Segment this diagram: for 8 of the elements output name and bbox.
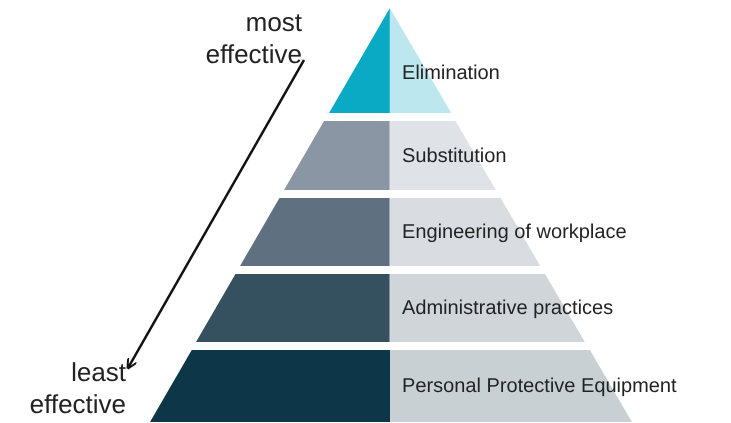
tier-label: Substitution xyxy=(402,144,506,168)
tier-label: Engineering of workplace xyxy=(402,220,627,244)
tier-label: Elimination xyxy=(402,61,500,85)
arrow xyxy=(126,59,306,370)
effectiveness-label: least effective xyxy=(0,356,126,420)
tier-label: Administrative practices xyxy=(402,296,614,320)
tier-label: Personal Protective Equipment xyxy=(402,374,677,398)
effectiveness-label: most effective xyxy=(172,6,302,70)
